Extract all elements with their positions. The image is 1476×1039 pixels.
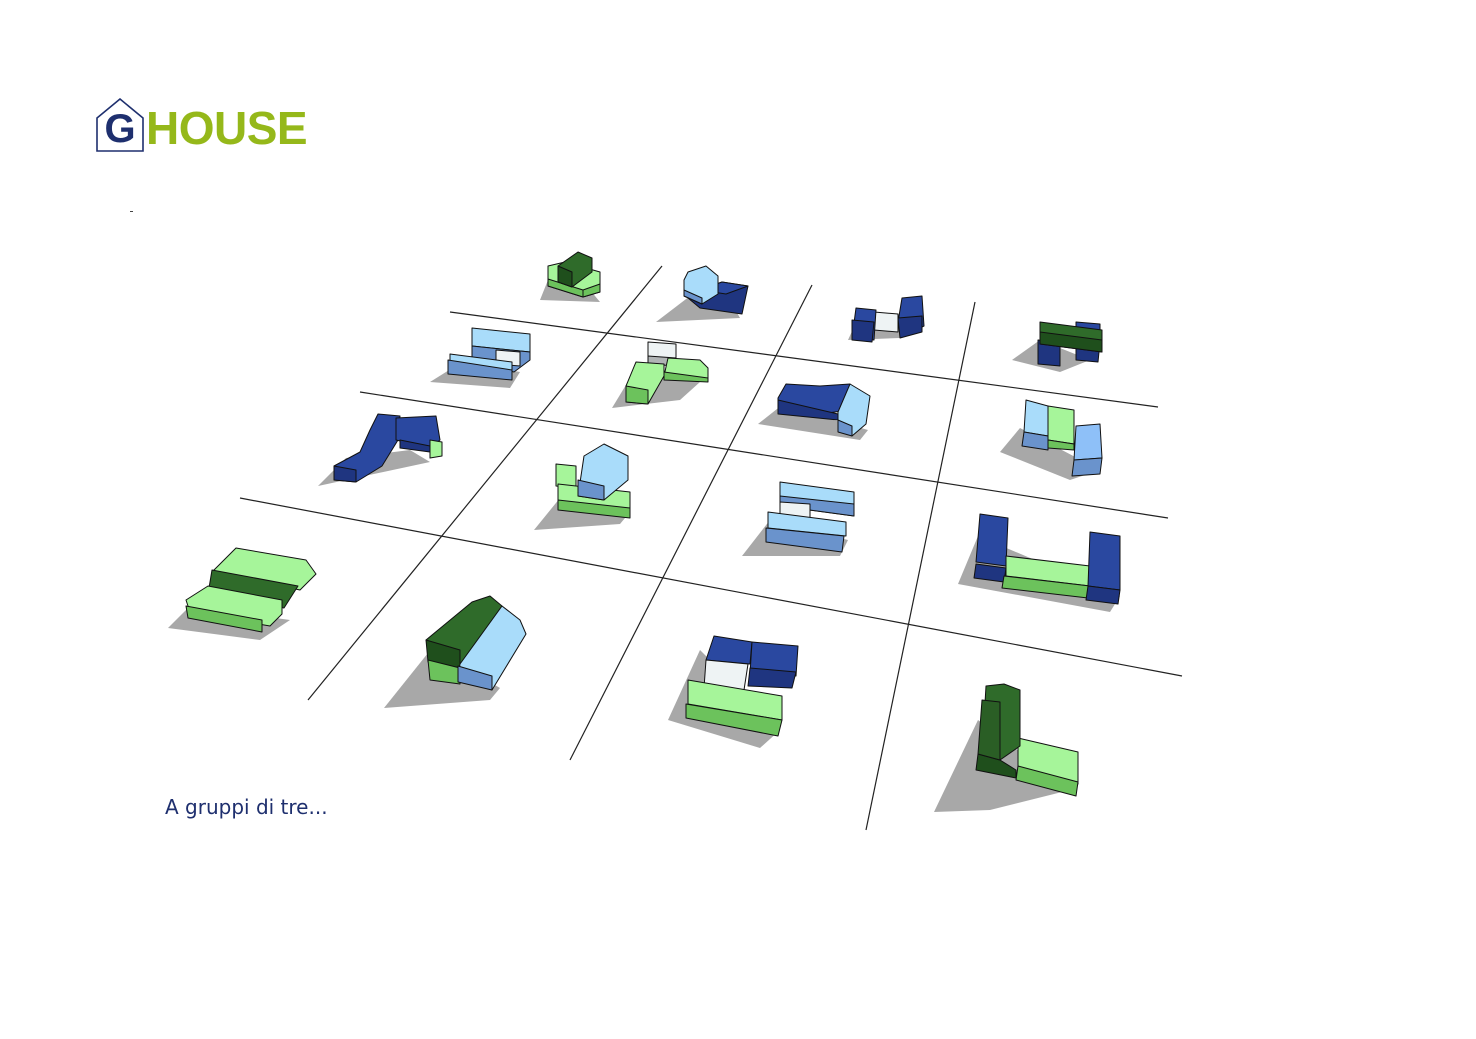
block-group-r3c4: [973, 513, 1121, 605]
block-group-r4c1: [185, 547, 317, 633]
caption-text: A gruppi di tre...: [165, 795, 328, 819]
house-outline-icon: G: [96, 97, 144, 152]
block-group-r3c2: [555, 443, 631, 519]
block-group-r2c2: [625, 341, 709, 405]
block-group-r4c2: [425, 595, 527, 691]
block-group-r4c3: [685, 635, 799, 737]
logo-letter: G: [104, 106, 136, 151]
ghouse-logo: G HOUSE: [96, 96, 308, 154]
block-group-r2c4: [1021, 399, 1103, 477]
block-group-r4c4: [975, 683, 1079, 797]
block-group-r2c1: [447, 327, 531, 381]
block-group-r2c3: [777, 383, 871, 437]
block-group-r1c3: [851, 295, 925, 343]
grid-lines: [239, 265, 1183, 831]
block-group-r1c2: [683, 265, 749, 315]
block-group-r3c1: [333, 413, 443, 483]
block-group-r1c4: [1037, 321, 1103, 367]
block-group-r3c3: [765, 481, 855, 553]
logo-word: HOUSE: [146, 102, 308, 154]
stray-mark: [130, 211, 133, 212]
block-group-r1c1: [547, 251, 601, 298]
